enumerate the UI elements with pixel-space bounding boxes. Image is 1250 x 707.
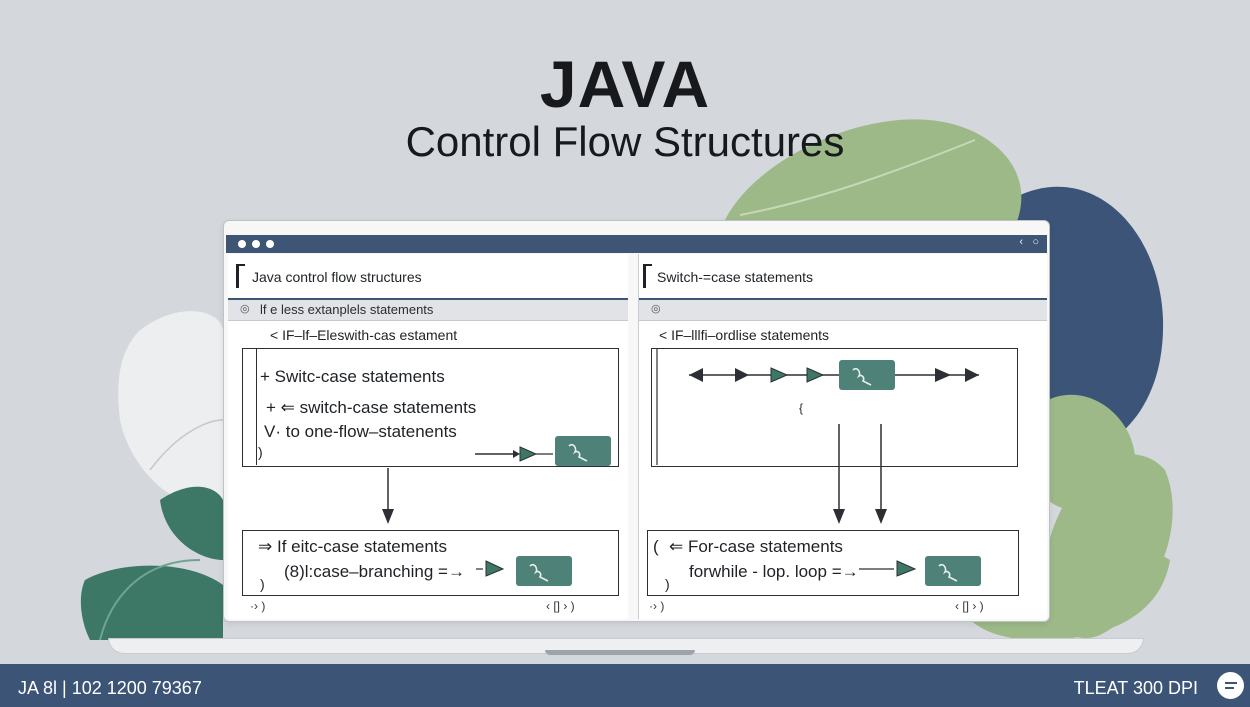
left-box-1 [242,348,619,467]
chevron-left-icon: < [270,327,279,343]
footer-left-text: JA 8l | 102 1200 79367 [18,678,202,698]
left-process-chip-2[interactable] [516,556,572,586]
left-line-1-text: IF–lf–Eleswith-cas estament [282,327,458,343]
left-subbar-text: lf e less extanplels statements [260,302,434,317]
right-box2-open: ( [653,537,659,556]
right-box-1 [651,348,1018,467]
window-maximize-dot[interactable] [266,240,274,248]
right-footer-right[interactable]: ‹ [] › ) [955,599,984,613]
right-pane-header: Switch-=case statements [639,254,1047,300]
left-line-1: < IF–lf–Eleswith-cas estament [270,327,457,343]
left-pane-header: Java control flow structures [228,254,628,300]
window-back-icon[interactable]: ‹ [1019,236,1023,248]
left-box1-line-a: + Switc-case statements [260,367,445,386]
right-mid-mark: { [799,401,804,415]
right-process-chip-1[interactable] [839,360,895,390]
left-box-1-divider [256,348,257,465]
left-box-2 [242,530,619,596]
page-subtitle: Control Flow Structures [405,118,845,165]
menu-icon[interactable] [1217,672,1244,699]
left-subbar: ◎ lf e less extanplels statements [228,300,628,321]
eye-icon[interactable]: ◎ [651,303,661,315]
right-line-1: < IF–lllfi–ordlise statements [659,327,829,343]
left-box2-line-a: ⇒ If eitc-case statements [258,537,448,556]
right-box2-close: ) [665,576,670,592]
left-box1-line-b: + ⇐ switch-case statements [266,398,477,417]
eye-icon[interactable]: ◎ [240,303,250,315]
left-box2-line-b: (8)l:case–branching =→ [284,562,465,581]
footer-right-text: TLEAT 300 DPI [1073,678,1198,698]
left-footer-left[interactable]: ·› ) [250,599,266,613]
footer-strip: JA 8l | 102 1200 79367 TLEAT 300 DPI [0,664,1250,707]
left-box1-close: ) [258,444,263,460]
window-titlebar: ‹ ○ [226,235,1047,253]
left-footer-right[interactable]: ‹ [] › ) [546,599,575,613]
right-footer-left[interactable]: ·› ) [649,599,665,613]
left-flow-arrows [382,446,553,577]
right-subbar: ◎ [639,300,1047,321]
laptop-notch [545,650,695,655]
page-title: JAVA [539,47,711,121]
right-flow-arrows [656,348,979,577]
right-line-1-text: IF–lllfi–ordlise statements [671,327,830,343]
left-box2-close: ) [260,576,265,592]
right-process-chip-2[interactable] [925,556,981,586]
right-box2-line-b: forwhile - lop. loop =→ [689,562,859,581]
bracket-icon [236,264,245,288]
app-window: ‹ ○ Java control flow structures ◎ lf e … [223,220,1050,622]
window-refresh-icon[interactable]: ○ [1032,236,1039,248]
right-box2-line-a: ⇐ For-case statements [669,537,843,556]
right-box-2 [647,530,1019,596]
left-process-chip-1[interactable] [555,436,611,466]
left-pane: Java control flow structures ◎ lf e less… [228,254,628,619]
left-box1-line-c: V· to one-flow–statenents [264,422,457,441]
bracket-icon [643,264,652,288]
chevron-left-icon: < [659,327,668,343]
right-pane-title: Switch-=case statements [657,269,814,285]
left-pane-title: Java control flow structures [252,269,422,285]
right-pane: Switch-=case statements ◎ < IF–lllfi–ord… [638,254,1047,619]
window-close-dot[interactable] [238,240,246,248]
window-minimize-dot[interactable] [252,240,260,248]
